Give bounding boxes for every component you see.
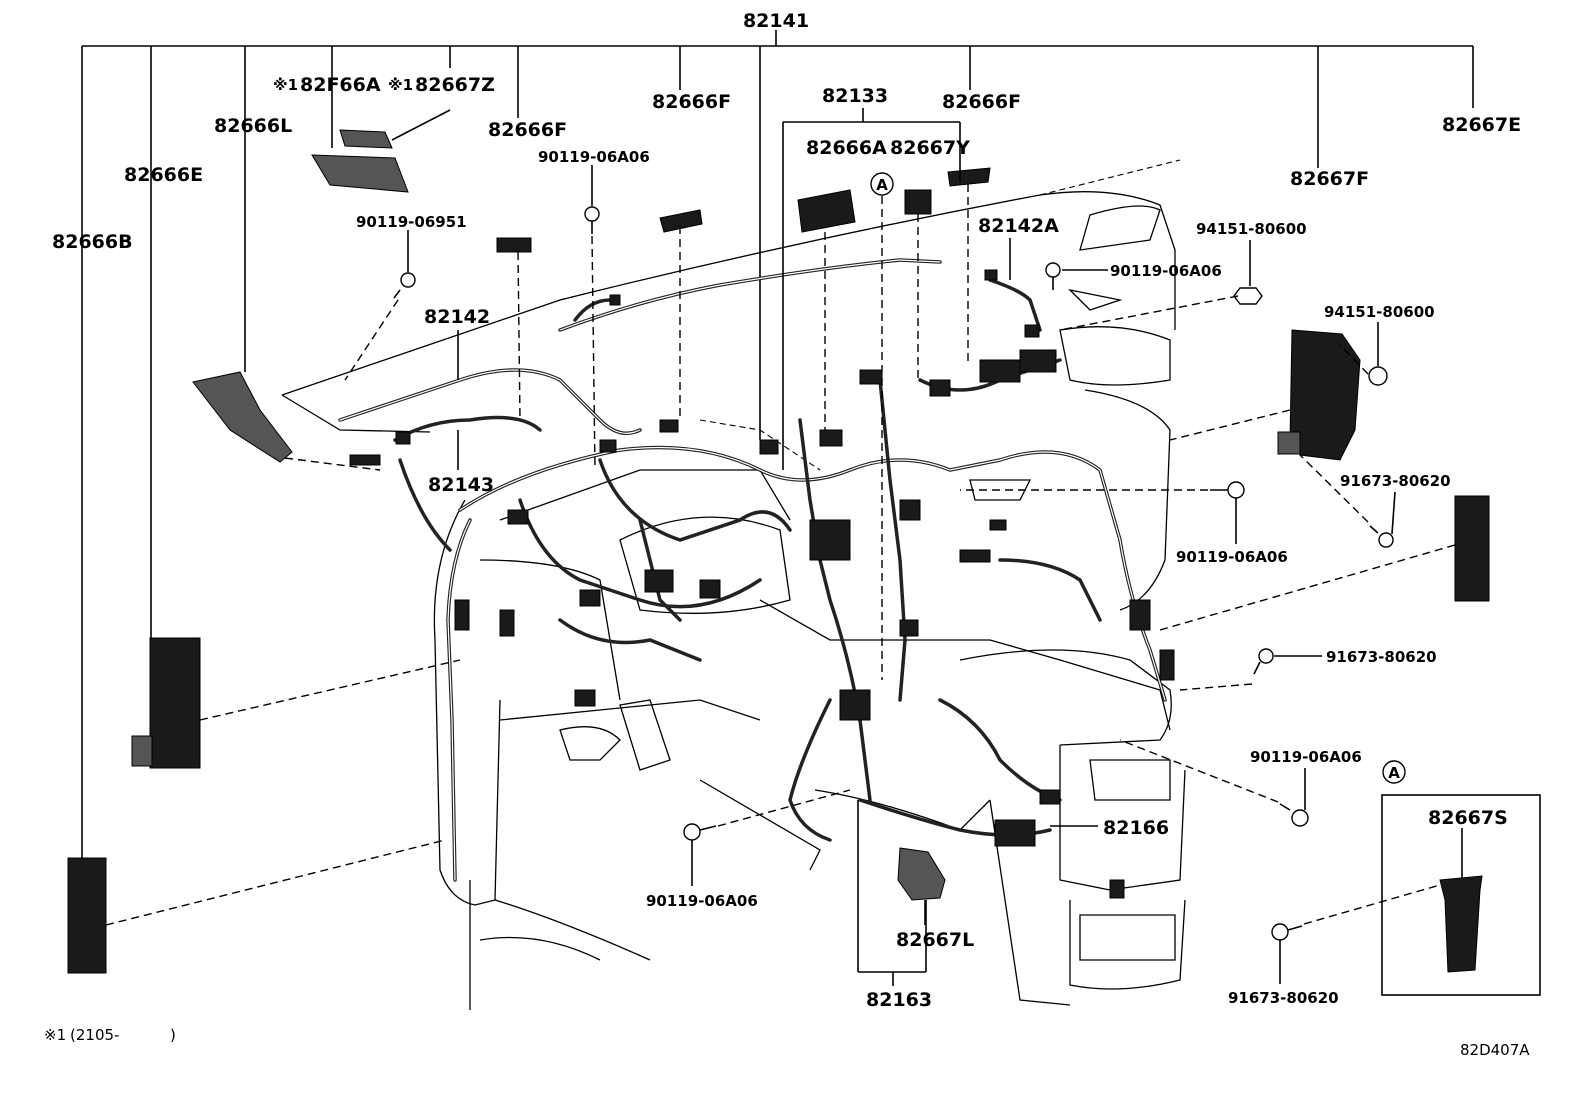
nut-94151-80600-a [1233,287,1263,305]
label-bolt-90119-06A06-e: 90119-06A06 [646,892,758,910]
label-bolt-90119-06951: 90119-06951 [356,213,467,231]
part-82666E [131,637,201,769]
bolt-90119-06A06-a [584,206,600,234]
footnote-close: ) [170,1026,176,1044]
label-bolt-91673-80620-b: 91673-80620 [1326,648,1437,666]
label-82666F-left: 82666F [488,119,567,141]
dash-bolt-91673-b [1179,683,1253,691]
label-82667S: 82667S [1428,807,1508,829]
inset-detail-A: A [1381,760,1541,996]
label-nut-94151-80600-a: 94151-80600 [1196,220,1307,238]
footnote-mark: ※1 [44,1026,66,1044]
label-82163: 82163 [866,989,932,1011]
label-82666A: 82666A [806,137,887,159]
footnote-text: (2105- [70,1026,119,1044]
dash-nut-a [1059,295,1239,331]
wire-harness-82143 [393,415,542,552]
label-82666L: 82666L [214,115,292,137]
label-82666F-right: 82666F [942,91,1021,113]
label-82667Z: 82667Z [415,74,495,96]
dash-bolt-e [717,789,851,827]
label-bolt-90119-06A06-a: 90119-06A06 [538,148,650,166]
dash-bolt-06951 [344,299,399,381]
label-82141: 82141 [743,10,809,32]
inset-A-label: A [1388,764,1400,782]
label-82142A: 82142A [978,215,1059,237]
dash-82666B [105,839,446,926]
bolt-90119-06A06-d [1279,803,1309,827]
label-82F66A: 82F66A [300,74,381,96]
bolt-91673-80620-b [1253,648,1274,675]
part-82666F-mid [659,209,703,233]
wire-harness-82142 [338,258,942,436]
bolt-90119-06951 [393,272,416,299]
bolt-91673-80620-c [1271,923,1303,941]
callout-A-label: A [876,176,888,194]
dash-nut-b [1339,344,1369,375]
diagram-id: 82D407A [1460,1041,1530,1059]
part-82666F-right [947,167,991,187]
label-mark1b: ※1 [388,76,413,94]
part-82667Z [339,129,393,149]
bolt-91673-80620-a [1369,525,1394,548]
part-82667E [1454,495,1490,602]
bolt-90119-06A06-e [683,823,717,841]
label-82142: 82142 [424,306,490,328]
dash-bolt-91673-c [1303,884,1441,925]
part-82667L [897,847,946,901]
label-82666E: 82666E [124,164,203,186]
label-82667Y: 82667Y [890,137,970,159]
leader-bolt-91673-a [1391,491,1396,535]
bolt-90119-06A06-c [1210,481,1245,499]
label-82666B: 82666B [52,231,133,253]
leader-82667Z [391,109,451,141]
dash-82667F [1169,409,1291,441]
part-82666L [192,371,293,463]
label-bolt-90119-06A06-b: 90119-06A06 [1110,262,1222,280]
label-bolt-91673-80620-a: 91673-80620 [1340,472,1451,490]
label-82143: 82143 [428,474,494,496]
label-82667L: 82667L [896,929,974,951]
label-82133: 82133 [822,85,888,107]
dash-bolt-a [591,235,596,471]
dash-82666E [199,659,461,721]
label-bolt-90119-06A06-d: 90119-06A06 [1250,748,1362,766]
label-bolt-90119-06A06-c: 90119-06A06 [1176,548,1288,566]
leader-82141 [81,30,1474,858]
dash-bolt-d [1119,739,1279,803]
label-82667E: 82667E [1442,114,1521,136]
dash-82666F-left [517,251,521,421]
instrument-panel-outline [281,159,1186,1010]
label-82166: 82166 [1103,817,1169,839]
dash-bolt-91673-a [1299,454,1369,523]
label-mark1a: ※1 [273,76,298,94]
part-82F66A [311,154,409,193]
nut-94151-80600-b [1368,366,1388,386]
part-82666A [797,189,856,233]
leader-82133 [782,108,961,470]
label-nut-94151-80600-b: 94151-80600 [1324,303,1435,321]
dash-82666L [284,457,381,471]
label-82667F: 82667F [1290,168,1369,190]
bolt-90119-06A06-b [1045,262,1061,290]
label-bolt-91673-80620-c: 91673-80620 [1228,989,1339,1007]
part-82666B [67,857,107,974]
part-82667F [1277,329,1361,461]
part-82667Y [904,189,932,215]
leader-82163 [857,800,927,986]
wire-harness-82142A [988,278,1042,332]
callout-A-circle [870,172,894,196]
part-82666F-left [496,237,532,253]
harness-connectors [349,269,1175,899]
label-82666F-mid: 82666F [652,91,731,113]
